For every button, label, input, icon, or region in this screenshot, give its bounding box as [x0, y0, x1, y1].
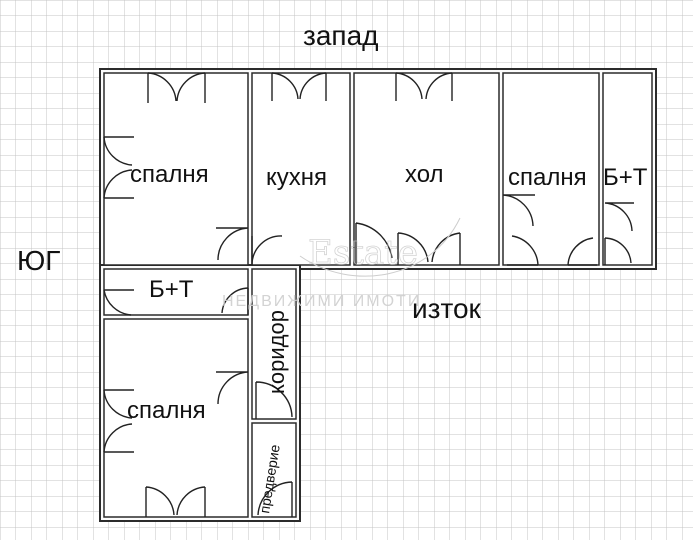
- watermark-swash: [299, 217, 461, 277]
- label-kitchen: кухня: [266, 164, 327, 191]
- label-corridor: коридор: [264, 310, 289, 394]
- room-kitchen: [251, 72, 351, 266]
- room-bedroom-top-left: [103, 72, 249, 266]
- label-bedroom-bottom-left: спалня: [127, 397, 206, 424]
- watermark: Estate НЕДВИЖИМИ ИМОТИ: [222, 217, 461, 310]
- room-bedroom-top-right: [502, 72, 600, 266]
- label-east: изток: [412, 293, 482, 324]
- label-west: запад: [303, 20, 378, 51]
- label-bedroom-top-right: спалня: [508, 164, 587, 191]
- label-hall: хол: [405, 161, 444, 188]
- room-entrance: [251, 422, 297, 518]
- label-bath-left: Б+Т: [149, 276, 194, 303]
- label-bath-top-right: Б+Т: [603, 164, 648, 191]
- door-swings: [103, 72, 634, 517]
- watermark-caption: НЕДВИЖИМИ ИМОТИ: [222, 293, 421, 310]
- room-bath-top-right: [602, 72, 653, 266]
- room-corridor: [251, 268, 297, 420]
- label-south: юг: [17, 245, 60, 276]
- watermark-script-logo: Estate: [308, 233, 418, 273]
- label-bedroom-top-left: спалня: [130, 161, 209, 188]
